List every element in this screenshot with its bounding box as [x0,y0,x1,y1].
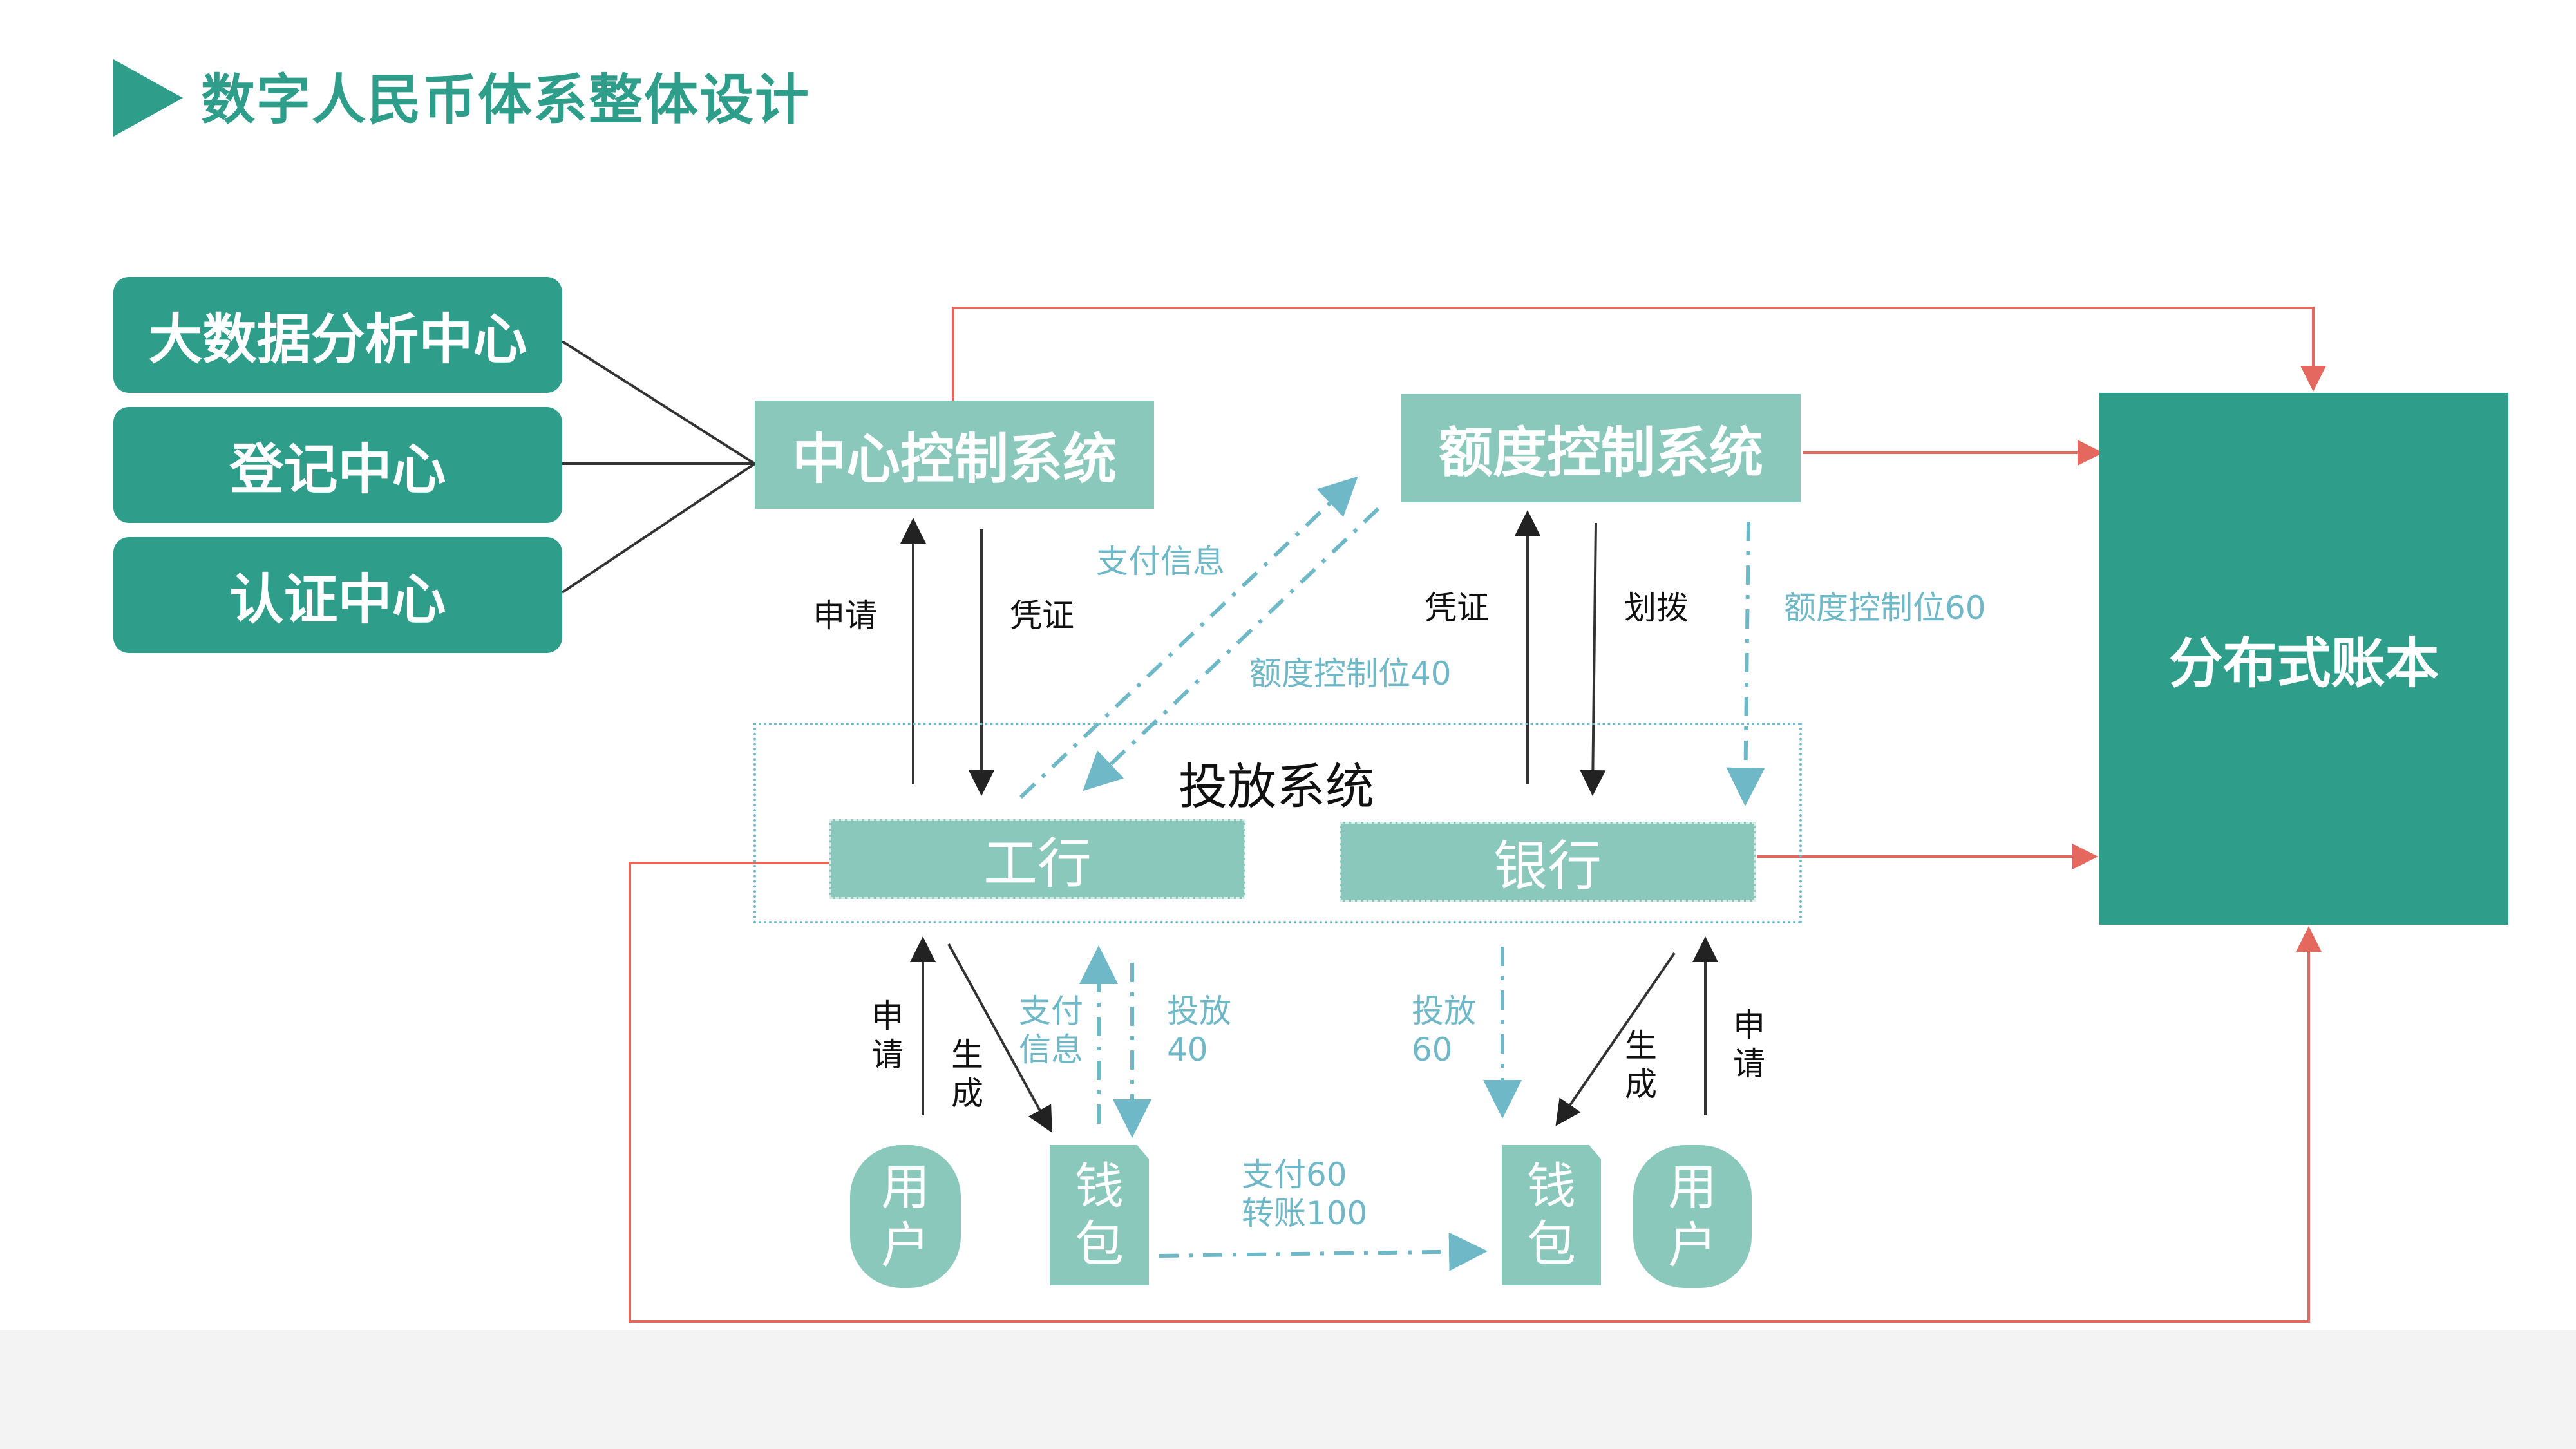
icbc-box: 工行 [829,819,1245,899]
wallet-right-char-1: 钱 [1527,1157,1576,1215]
label-quota-bit-40: 额度控制位40 [1249,655,1452,692]
arrow-quota-bit-60 [1726,521,1765,806]
label-transfer-1: 支付60 [1242,1156,1347,1193]
link-bigdata [561,340,756,465]
user-left-char-2: 户 [881,1217,930,1274]
distributed-ledger-box: 分布式账本 [2099,393,2508,925]
label-right-apply: 申 请 [1731,1006,1767,1083]
arrow-generate-wallet [947,943,1052,1133]
label-right-issue: 投放 60 [1412,992,1476,1069]
wallet-left: 钱 包 [1050,1145,1149,1285]
label-transfer-2: 转账100 [1242,1195,1368,1232]
label-left-payment-info: 支付 信息 [1019,992,1083,1069]
user-right-char-2: 户 [1668,1217,1717,1274]
quota-control-box: 额度控制系统 [1401,394,1801,502]
label-quota-bit-60: 额度控制位60 [1784,589,1986,627]
label-left-issue: 投放 40 [1167,992,1231,1069]
label-right-issue-1: 投放 [1412,992,1476,1030]
label-allocate: 划拨 [1624,589,1689,627]
wallet-right-char-2: 包 [1527,1215,1576,1273]
label-right-generate-2: 成 [1625,1066,1657,1103]
label-left-apply: 申 请 [869,997,905,1074]
registry-center-box: 登记中心 [113,407,562,523]
central-control-box: 中心控制系统 [755,401,1154,509]
wallet-right: 钱 包 [1502,1145,1601,1285]
title-triangle-icon [113,59,183,137]
bank-box: 银行 [1340,822,1756,902]
auth-center-box: 认证中心 [113,537,562,653]
label-voucher: 凭证 [1010,597,1074,634]
arrow-transfer [1159,1232,1488,1271]
issuance-system-frame [753,723,1802,923]
label-left-generate: 生 成 [949,1036,985,1113]
label-left-issue-1: 投放 [1167,992,1231,1030]
label-transfer: 支付60 转账100 [1242,1155,1367,1233]
label-apply: 申请 [813,597,877,634]
arrow-right-generate [1555,952,1676,1126]
wallet-left-char-1: 钱 [1075,1157,1124,1215]
footer-band [0,1330,2576,1449]
label-left-generate-2: 成 [951,1075,983,1112]
label-right-generate-1: 生 [1625,1027,1657,1065]
label-left-payment-info-2: 信息 [1019,1031,1083,1068]
page-title: 数字人民币体系整体设计 [201,68,811,131]
label-right-issue-2: 60 [1412,1031,1453,1068]
link-auth [561,462,756,594]
label-payment-info: 支付信息 [1096,543,1225,580]
label-left-apply-2: 请 [871,1036,904,1074]
arrow-payment-info [1019,476,1358,799]
user-right: 用 户 [1633,1145,1752,1288]
label-left-generate-1: 生 [951,1036,983,1074]
issuance-system-label: 投放系统 [1179,758,1374,815]
label-right-generate: 生 成 [1623,1027,1659,1104]
bigdata-center-box: 大数据分析中心 [113,277,562,393]
label-left-apply-1: 申 [871,998,904,1035]
user-left: 用 户 [850,1145,961,1288]
label-voucher-2: 凭证 [1425,589,1489,627]
label-right-apply-2: 请 [1733,1045,1765,1083]
red-icbc-to-ledger [629,862,2322,1323]
user-left-char-1: 用 [881,1159,930,1216]
red-central-to-ledger [952,307,2326,401]
user-right-char-1: 用 [1668,1159,1717,1216]
label-left-issue-2: 40 [1167,1031,1208,1068]
wallet-left-char-2: 包 [1075,1215,1124,1273]
arrow-quota-allocate [1580,522,1606,796]
label-left-payment-info-1: 支付 [1019,992,1083,1030]
label-right-apply-1: 申 [1733,1007,1765,1044]
